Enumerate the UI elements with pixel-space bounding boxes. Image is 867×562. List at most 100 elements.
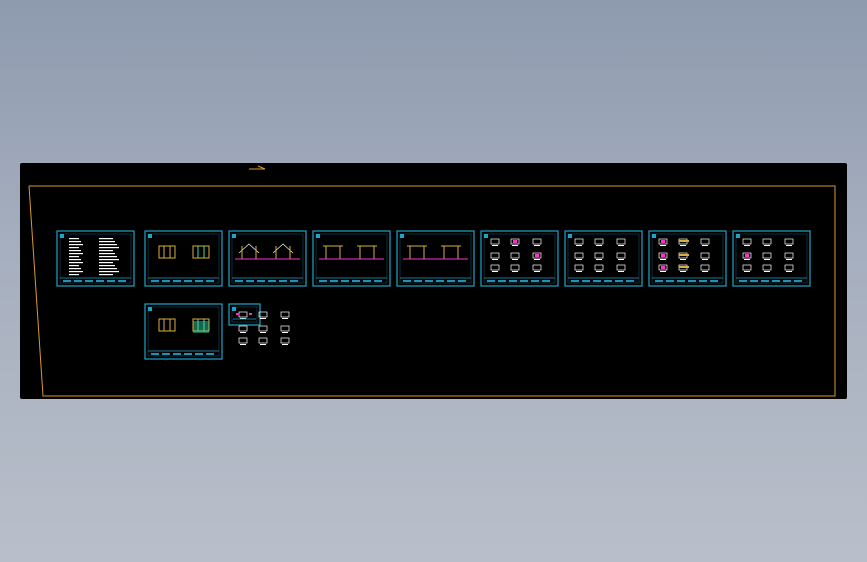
detail-box [280,337,290,344]
text-line [99,259,119,261]
sheet-group [56,230,811,360]
drawing-sheet [144,230,223,287]
detail-box [510,264,520,271]
detail-box [616,264,626,271]
detail-box [784,264,794,271]
sheet-corner-tag [736,234,740,238]
title-block-cell [162,353,170,355]
sheet-inner-border [651,233,724,284]
detail-box [762,264,772,271]
text-line [99,247,119,249]
title-block-cell [85,280,93,282]
detail-label [764,245,770,246]
title-block-cell [118,280,126,282]
detail-label [534,245,540,246]
detail-label [660,259,666,260]
detail-label [680,259,686,260]
cad-canvas[interactable] [20,163,847,399]
sheet-corner-tag [652,234,656,238]
text-line [69,271,83,273]
sheet-border [228,303,261,326]
title-block-cell [542,280,550,282]
title-block-cell [63,280,71,282]
sheet-corner-tag [232,307,236,311]
detail-box [280,325,290,332]
title-block-cell [279,280,287,282]
text-line [99,241,115,243]
detail-box [784,252,794,259]
detail-label [260,332,266,333]
title-block-cell [531,280,539,282]
sheet-inner-border [567,233,640,284]
title-block-cell [257,280,265,282]
title-block-cell [195,353,203,355]
title-block-cell [319,280,327,282]
detail-label [596,245,602,246]
title-block-cell [425,280,433,282]
drawing-sheet [648,230,727,287]
drawing-sheet [228,303,290,345]
text-line [69,259,81,261]
title-block-cell [363,280,371,282]
detail-box [742,252,752,259]
text-line [99,271,119,273]
sheet-border [228,230,307,287]
title-block-cell [352,280,360,282]
detail-label [240,318,246,319]
title-block-cell [246,280,254,282]
title-block-cell [655,280,663,282]
detail-label [534,271,540,272]
text-line [99,274,113,276]
sheet-corner-tag [148,307,152,311]
sheet-inner-border [59,233,132,284]
detail-box [594,264,604,271]
title-block-cell [761,280,769,282]
title-block-cell [235,280,243,282]
detail-label [764,271,770,272]
text-line [69,268,81,270]
detail-label [786,259,792,260]
hatch-fill [193,321,209,333]
detail-highlight [661,254,665,257]
sheet-border [396,230,475,287]
detail-label [240,332,246,333]
title-block-cell [487,280,495,282]
sheet-border [144,230,223,287]
detail-label [702,245,708,246]
sheet-border [732,230,811,287]
small-mark [236,313,239,315]
detail-box [700,264,710,271]
detail-label [596,259,602,260]
sheet-corner-tag [232,234,236,238]
drawing-sheet [480,230,559,287]
detail-label [744,245,750,246]
title-block-cell [206,353,214,355]
detail-label [282,332,288,333]
frame-outline [192,318,210,332]
sheet-inner-border [483,233,556,284]
detail-box [510,252,520,259]
detail-member [679,266,689,268]
small-mark [249,313,252,315]
title-block-cell [458,280,466,282]
title-block-cell [750,280,758,282]
text-line [99,253,115,255]
title-block-cell [593,280,601,282]
detail-label [702,271,708,272]
detail-box [258,337,268,344]
drawing-sheet [396,230,475,287]
sheet-corner-tag [148,234,152,238]
detail-label [680,245,686,246]
title-block-cell [772,280,780,282]
text-line [69,256,79,258]
detail-box [658,252,668,259]
title-block-cell [330,280,338,282]
sheet-corner-tag [60,234,64,238]
detail-box [238,325,248,332]
detail-label [618,245,624,246]
text-line [99,244,117,246]
detail-box [532,238,542,245]
cad-viewport[interactable] [20,163,847,399]
detail-box [658,264,668,271]
sheet-corner-tag [316,234,320,238]
